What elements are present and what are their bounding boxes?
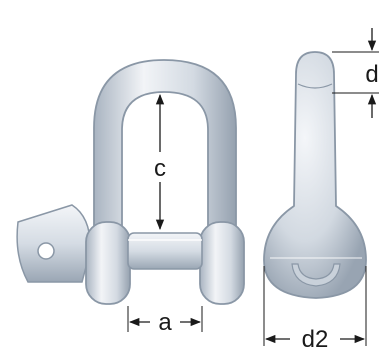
pin-tab [16,204,91,283]
label-a: a [158,309,172,336]
dimension-d2: d2 [263,266,367,350]
dimension-d: d [332,28,379,118]
label-c: c [154,155,166,182]
right-eye [199,221,245,305]
tab-hole [37,242,55,260]
shackle-pin [127,232,203,270]
shackle-front-view [16,59,245,305]
left-eye [85,221,131,305]
dimension-a: a [127,306,203,336]
side-pin-end [291,263,341,287]
label-d2: d2 [302,326,329,350]
label-d: d [365,61,378,88]
dimension-c: c [154,93,166,231]
shackle-side-view [263,51,367,299]
